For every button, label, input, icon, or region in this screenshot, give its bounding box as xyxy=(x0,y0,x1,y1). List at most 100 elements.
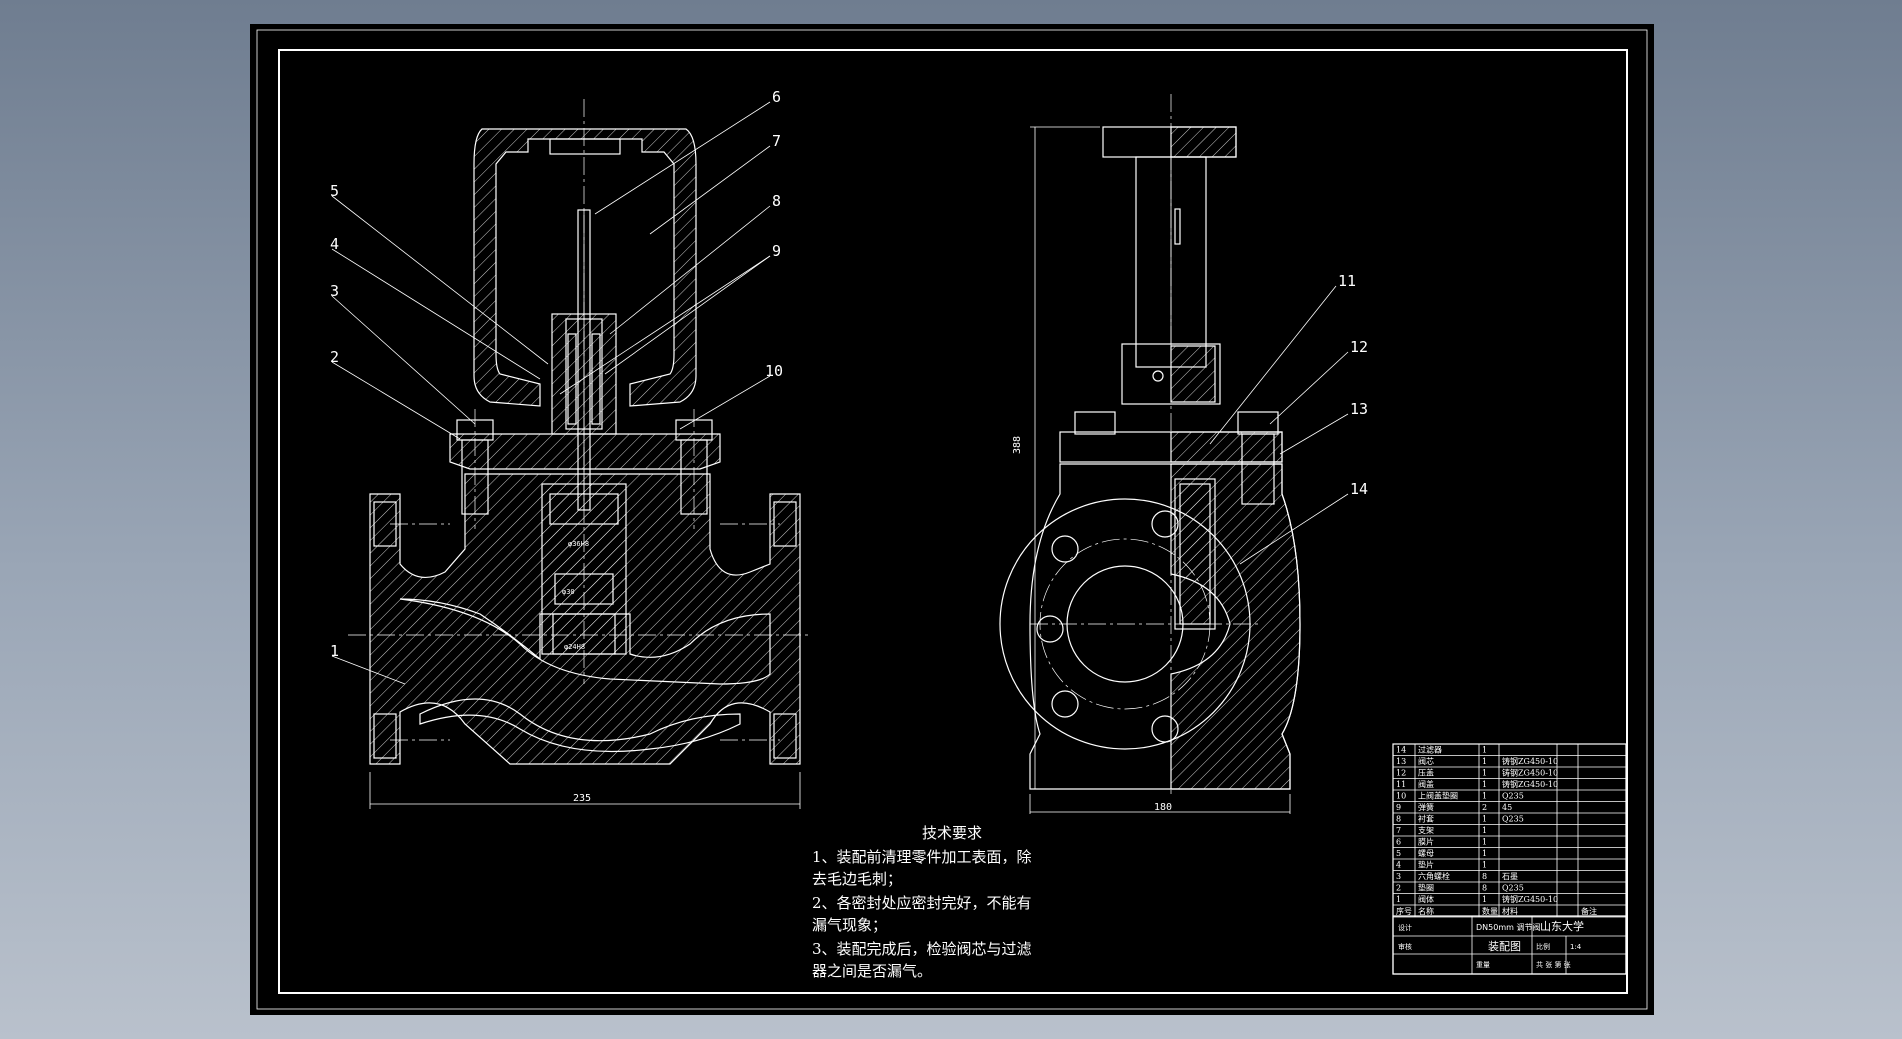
bom-row: 5 螺母 1 xyxy=(1393,848,1626,860)
bom-cell-no: 10 xyxy=(1396,792,1406,801)
school-name: 山东大学 xyxy=(1540,919,1584,933)
bom-row: 1 阀体 1 铸钢ZG450-10 xyxy=(1393,894,1626,906)
bom-cell-no: 7 xyxy=(1396,826,1401,835)
bom-cell-qty: 1 xyxy=(1482,815,1487,824)
bom-cell-no: 11 xyxy=(1396,780,1406,789)
tech-req-line-6: 器之间是否漏气。 xyxy=(812,962,932,980)
bom-cell-qty: 1 xyxy=(1482,757,1487,766)
bom-row: 13 阀芯 1 铸钢ZG450-10 xyxy=(1393,756,1626,768)
bom-header-cell: 备注 xyxy=(1581,906,1597,916)
label-7: 7 xyxy=(772,132,781,150)
bom-header-cell: 数量 xyxy=(1482,906,1498,916)
tech-req-line-3: 2、各密封处应密封完好，不能有 xyxy=(812,894,1032,912)
bom-cell-qty: 1 xyxy=(1482,838,1487,847)
bom-cell-name: 上阀盖垫圈 xyxy=(1418,791,1458,801)
bom-cell-no: 9 xyxy=(1396,803,1401,812)
bom-cell-name: 六角螺栓 xyxy=(1418,871,1450,881)
sheet-label: 共 张 第 张 xyxy=(1536,960,1571,969)
bom-cell-name: 弹簧 xyxy=(1418,802,1434,812)
right-side-view: 388 180 11 12 13 14 xyxy=(999,94,1368,814)
bom-cell-no: 2 xyxy=(1396,884,1401,893)
bom-cell-name: 压盖 xyxy=(1418,768,1434,778)
outer-frame xyxy=(256,29,1648,1010)
bom-header: 序号名称 数量材料 备注 xyxy=(1396,906,1597,916)
label-4: 4 xyxy=(330,235,339,253)
bom-cell-qty: 8 xyxy=(1482,872,1487,881)
bom-cell-name: 垫片 xyxy=(1418,860,1434,870)
scale-label: 比例 xyxy=(1536,942,1550,951)
dim-height: 388 xyxy=(1012,436,1023,454)
bom-row: 11 阀盖 1 铸钢ZG450-10 xyxy=(1393,779,1626,791)
bom-cell-material: 45 xyxy=(1502,803,1512,812)
bom-cell-material: Q235 xyxy=(1502,792,1524,801)
label-14: 14 xyxy=(1350,480,1368,498)
cad-drawing: φ36H8 φ30 φ24H8 235 6 7 8 9 10 5 4 3 2 xyxy=(256,29,1648,1010)
dim-left-width: 235 xyxy=(573,793,591,804)
bom-row: 3 六角螺栓 8 石墨 xyxy=(1393,871,1626,883)
bom-cell-no: 3 xyxy=(1396,872,1401,881)
label-6: 6 xyxy=(772,88,781,106)
left-section-view: φ36H8 φ30 φ24H8 235 6 7 8 9 10 5 4 3 2 xyxy=(330,88,810,809)
tech-req-line-1: 1、装配前清理零件加工表面，除 xyxy=(812,848,1032,866)
bom-cell-qty: 1 xyxy=(1482,769,1487,778)
bom-header-cell: 材料 xyxy=(1502,906,1518,916)
title-block: DN50mm 调节阀 装配图 山东大学 比例 1:4 共 张 第 张 设计 审核… xyxy=(1392,915,1627,975)
bom-cell-qty: 8 xyxy=(1482,884,1487,893)
bom-cell-name: 过滤器 xyxy=(1418,745,1442,755)
label-12: 12 xyxy=(1350,338,1368,356)
bom-cell-qty: 1 xyxy=(1482,780,1487,789)
dim-right-width: 180 xyxy=(1154,802,1172,813)
tech-req-title: 技术要求 xyxy=(922,824,982,842)
bom-cell-material: 铸钢ZG450-10 xyxy=(1502,779,1558,789)
bom-cell-name: 阀芯 xyxy=(1418,756,1434,766)
bom-cell-material: Q235 xyxy=(1502,815,1524,824)
bom-row: 10 上阀盖垫圈 1 Q235 xyxy=(1393,791,1626,802)
label-8: 8 xyxy=(772,192,781,210)
bom-header-cell: 序号 xyxy=(1396,906,1412,916)
small-dim-1: φ36H8 xyxy=(568,540,589,548)
design-label: 设计 xyxy=(1398,923,1412,932)
tech-req-line-5: 3、装配完成后，检验阀芯与过滤 xyxy=(812,940,1032,958)
bom-cell-qty: 1 xyxy=(1482,826,1487,835)
bom-cell-qty: 1 xyxy=(1482,895,1487,904)
bom-cell-name: 螺母 xyxy=(1418,848,1434,858)
drawing-name: 装配图 xyxy=(1488,940,1521,953)
label-11: 11 xyxy=(1338,272,1356,290)
bom-cell-name: 阀体 xyxy=(1418,894,1434,904)
bom-cell-qty: 1 xyxy=(1482,849,1487,858)
label-3: 3 xyxy=(330,282,339,300)
inner-frame xyxy=(278,49,1628,994)
label-13: 13 xyxy=(1350,400,1368,418)
bom-cell-no: 6 xyxy=(1396,838,1401,847)
label-10: 10 xyxy=(765,362,783,380)
bom-cell-material: 石墨 xyxy=(1502,872,1518,881)
bom-cell-name: 膜片 xyxy=(1418,837,1434,847)
bom-cell-material: Q235 xyxy=(1502,884,1524,893)
tech-req-line-4: 漏气现象； xyxy=(812,916,887,934)
bom-cell-no: 14 xyxy=(1396,746,1406,755)
bom-cell-no: 5 xyxy=(1396,849,1401,858)
bom-cell-qty: 1 xyxy=(1482,792,1487,801)
small-dim-3: φ24H8 xyxy=(564,643,585,651)
label-9: 9 xyxy=(772,242,781,260)
weight-label: 重量 xyxy=(1476,961,1490,969)
bom-cell-no: 13 xyxy=(1396,757,1406,766)
bom-header-cell: 名称 xyxy=(1418,906,1434,916)
technical-requirements: 技术要求 1、装配前清理零件加工表面，除 去毛边毛刺； 2、各密封处应密封完好，… xyxy=(812,824,1032,980)
bom-cell-no: 1 xyxy=(1396,895,1401,904)
label-5: 5 xyxy=(330,182,339,200)
bom-cell-qty: 2 xyxy=(1482,803,1487,812)
check-label: 审核 xyxy=(1398,942,1412,951)
label-1: 1 xyxy=(330,642,339,660)
bom-cell-material: 铸钢ZG450-10 xyxy=(1502,894,1558,904)
bom-cell-name: 阀盖 xyxy=(1418,779,1434,789)
bom-cell-material: 铸钢ZG450-10 xyxy=(1502,756,1558,766)
bom-row: 14 过滤器 1 xyxy=(1393,745,1626,756)
bom-cell-qty: 1 xyxy=(1482,746,1487,755)
